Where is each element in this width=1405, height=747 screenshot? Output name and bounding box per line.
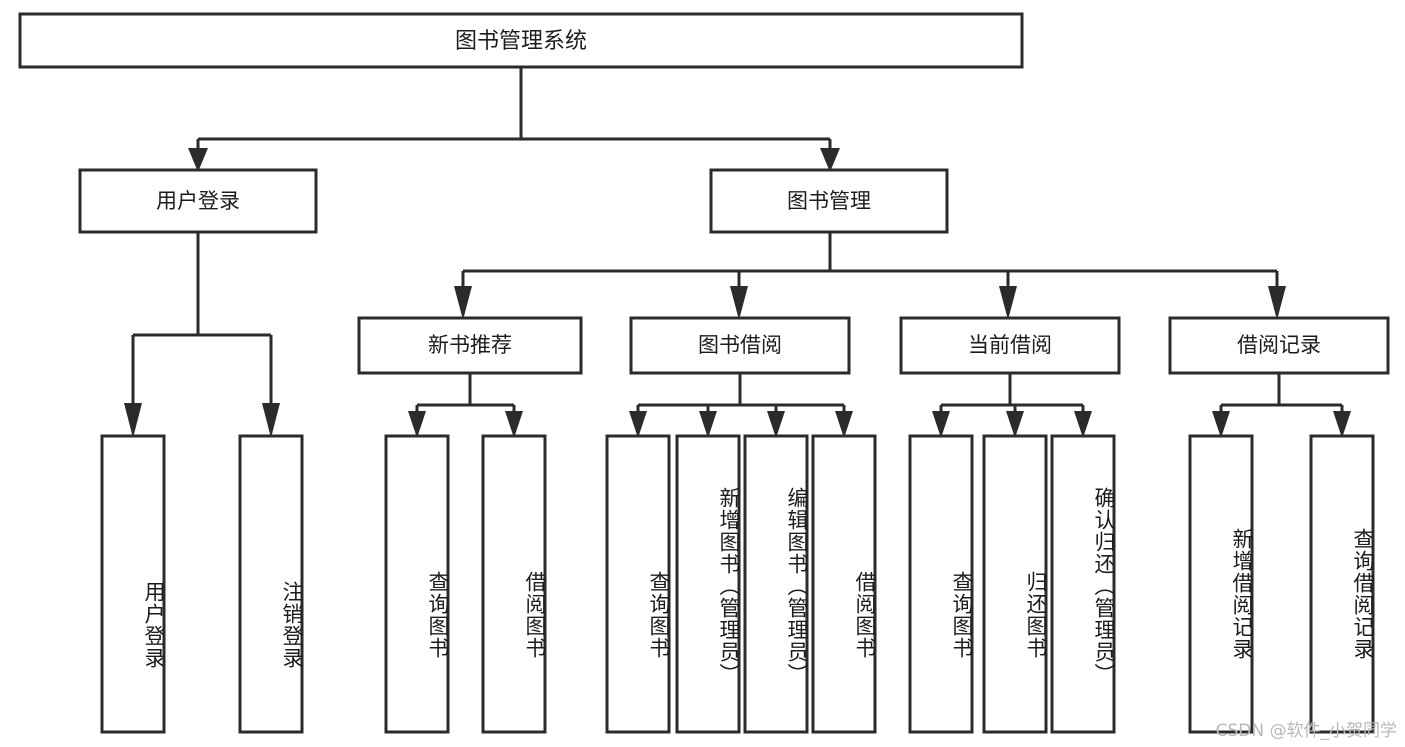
arrowhead-borrowrecords-to-query bbox=[1333, 411, 1351, 438]
edge-group-userlogin bbox=[124, 232, 280, 438]
node-new-book-recommend[interactable]: 新书推荐 bbox=[357, 316, 583, 375]
arrowhead-bookmgmt-to-newbook bbox=[454, 286, 472, 320]
arrowhead-root-to-bookmgmt bbox=[820, 148, 840, 172]
leaf-box-add-borrow-record[interactable] bbox=[1188, 434, 1254, 734]
leaf-box-user-login[interactable] bbox=[100, 434, 166, 734]
leaf-box-borrow-book-newbook[interactable] bbox=[481, 434, 547, 734]
node-book-borrow[interactable]: 图书借阅 bbox=[629, 316, 851, 375]
leaf-box-confirm-return-admin[interactable] bbox=[1050, 434, 1116, 734]
node-book-borrow-box[interactable] bbox=[629, 316, 851, 375]
arrowhead-bookmgmt-to-records bbox=[1268, 286, 1286, 320]
node-borrow-records-box[interactable] bbox=[1168, 316, 1390, 375]
node-current-borrow[interactable]: 当前借阅 bbox=[899, 316, 1121, 375]
node-book-management-label: 图书管理 bbox=[787, 189, 871, 213]
arrowhead-newbook-to-borrow bbox=[505, 411, 523, 438]
arrowhead-bookmgmt-to-borrow bbox=[730, 286, 748, 320]
arrowhead-currentborrow-to-query bbox=[932, 411, 950, 438]
node-root[interactable]: 图书管理系统 bbox=[18, 12, 1024, 69]
leaf-box-logout[interactable] bbox=[238, 434, 304, 734]
arrowhead-bookborrow-to-add bbox=[699, 411, 717, 438]
arrowhead-userlogin-to-logout bbox=[262, 403, 280, 438]
node-new-book-recommend-label: 新书推荐 bbox=[428, 333, 512, 357]
node-borrow-records-label: 借阅记录 bbox=[1237, 333, 1321, 357]
leaf-box-query-book-newbook[interactable] bbox=[384, 434, 450, 734]
leaf-boxes bbox=[100, 434, 1375, 734]
node-current-borrow-label: 当前借阅 bbox=[968, 333, 1052, 357]
node-root-box[interactable] bbox=[18, 12, 1024, 69]
arrowhead-currentborrow-to-return bbox=[1006, 411, 1024, 438]
leaf-box-query-borrow-record[interactable] bbox=[1309, 434, 1375, 734]
node-book-management[interactable]: 图书管理 bbox=[709, 168, 949, 234]
node-borrow-records[interactable]: 借阅记录 bbox=[1168, 316, 1390, 375]
leaf-box-query-book-current[interactable] bbox=[908, 434, 974, 734]
edge-group-bookmgmt bbox=[454, 232, 1286, 320]
node-user-login-box[interactable] bbox=[78, 168, 318, 234]
node-user-login-label: 用户登录 bbox=[156, 189, 240, 213]
arrowhead-newbook-to-query bbox=[408, 411, 426, 438]
csdn-watermark: CSDN @软件_小贺同学 bbox=[1215, 721, 1397, 741]
node-current-borrow-box[interactable] bbox=[899, 316, 1121, 375]
edge-group-currentborrow bbox=[932, 373, 1092, 438]
arrowhead-bookborrow-to-borrow bbox=[835, 411, 853, 438]
edge-group-root bbox=[188, 67, 840, 172]
node-book-management-box[interactable] bbox=[709, 168, 949, 234]
leaf-box-borrow-book[interactable] bbox=[811, 434, 877, 734]
arrowhead-bookborrow-to-query bbox=[629, 411, 647, 438]
arrowhead-bookmgmt-to-current bbox=[999, 286, 1017, 320]
leaf-box-query-book-borrow[interactable] bbox=[605, 434, 671, 734]
edge-group-newbook bbox=[408, 373, 523, 438]
arrowhead-bookborrow-to-edit bbox=[767, 411, 785, 438]
arrowhead-root-to-user bbox=[188, 148, 208, 172]
leaf-box-return-book[interactable] bbox=[982, 434, 1048, 734]
leaf-box-edit-book-admin[interactable] bbox=[743, 434, 809, 734]
arrowhead-userlogin-to-login bbox=[124, 403, 142, 438]
node-root-label: 图书管理系统 bbox=[455, 29, 587, 54]
arrowhead-borrowrecords-to-add bbox=[1212, 411, 1230, 438]
node-book-borrow-label: 图书借阅 bbox=[698, 333, 782, 357]
node-user-login[interactable]: 用户登录 bbox=[78, 168, 318, 234]
edge-group-bookborrow bbox=[629, 373, 853, 438]
arrowhead-currentborrow-to-confirm bbox=[1074, 411, 1092, 438]
edge-group-borrowrecords bbox=[1212, 373, 1351, 438]
leaf-box-add-book-admin[interactable] bbox=[675, 434, 741, 734]
node-new-book-recommend-box[interactable] bbox=[357, 316, 583, 375]
